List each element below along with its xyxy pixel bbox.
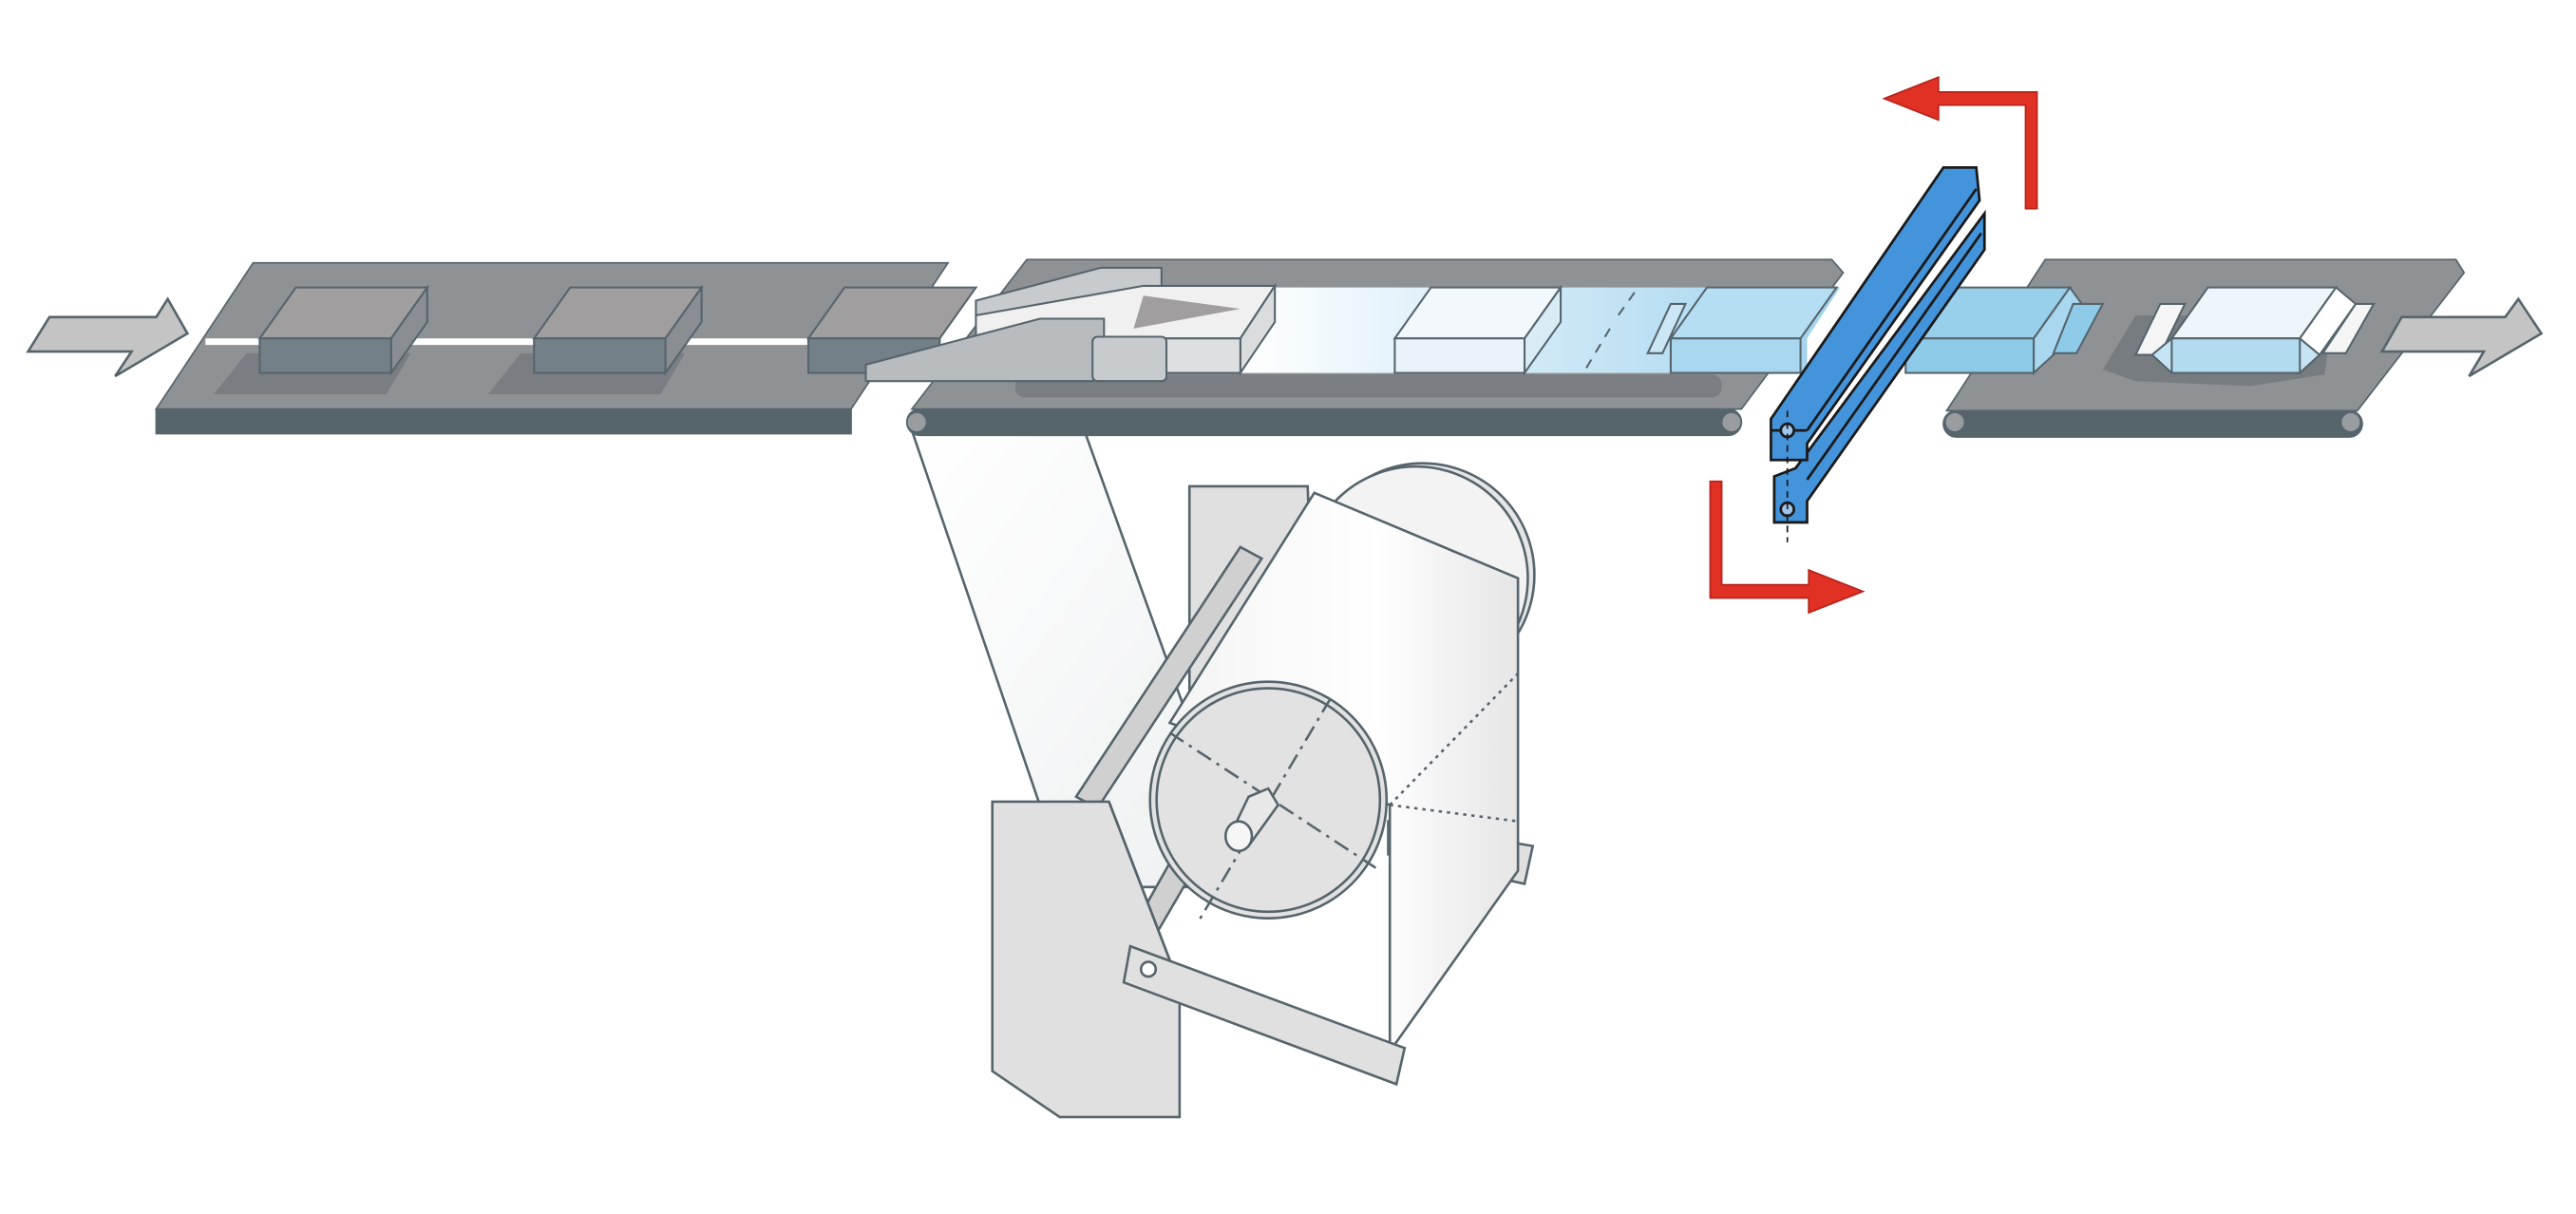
sealing-jaw xyxy=(1770,166,1986,542)
forming-box xyxy=(864,266,1278,383)
front-support-plate xyxy=(991,800,1182,1119)
upper-jaw-motion-arrow xyxy=(1882,76,2038,210)
roller-left xyxy=(905,411,928,433)
output-flow-arrow xyxy=(2379,296,2544,378)
brake-lever xyxy=(1122,944,1407,1087)
product-2 xyxy=(487,284,704,395)
roller-right xyxy=(1720,411,1743,433)
upper-jaw xyxy=(1770,166,1981,462)
cut-packages xyxy=(1904,285,2376,375)
lower-jaw xyxy=(1772,209,1986,524)
finished-package xyxy=(2133,286,2376,374)
input-flow-arrow xyxy=(26,296,190,378)
film-tube xyxy=(1240,284,1841,376)
film-roll-unit xyxy=(991,462,1536,1119)
jaw-motion-arrows xyxy=(1709,76,2038,615)
product-3 xyxy=(806,286,978,374)
products-unwrapped xyxy=(213,284,978,395)
lower-jaw-motion-arrow xyxy=(1709,480,1866,615)
product-1 xyxy=(213,284,429,395)
